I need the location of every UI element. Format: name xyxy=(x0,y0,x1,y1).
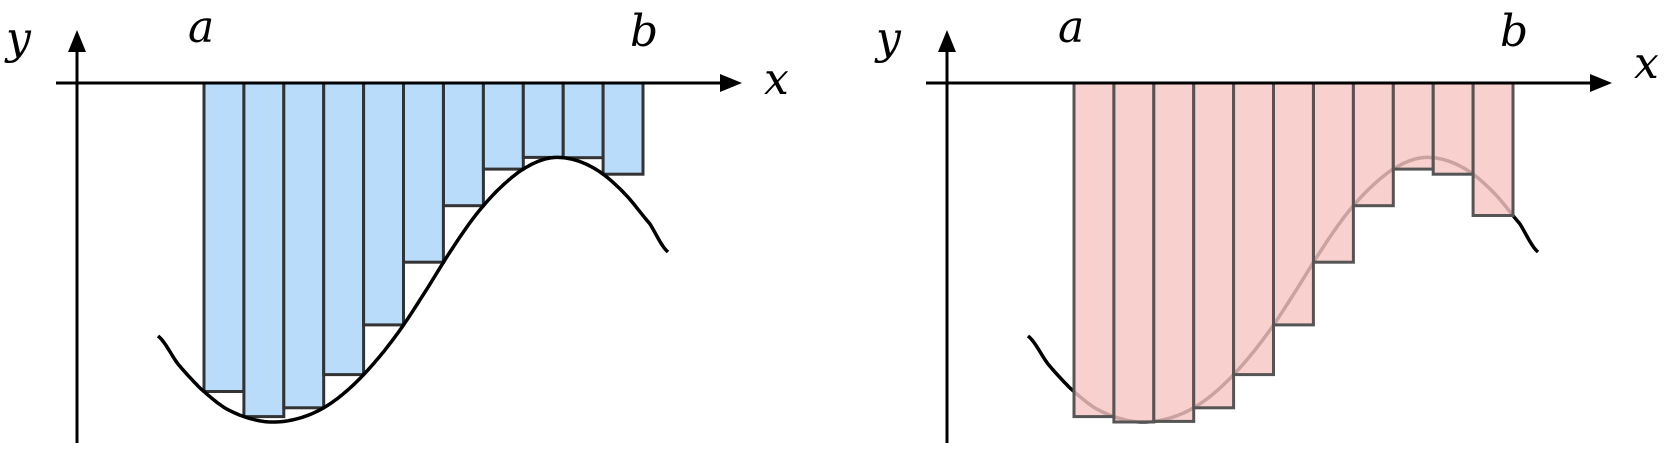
left-rectangle xyxy=(202,81,246,393)
left-x-label: x xyxy=(764,54,789,105)
left-rectangle xyxy=(242,81,286,419)
left-rectangle xyxy=(442,81,485,208)
right-b-label: b xyxy=(1500,6,1528,57)
right-rectangle xyxy=(1192,81,1236,410)
right-panel: y x a b xyxy=(874,2,1659,443)
right-y-label: y xyxy=(874,13,902,64)
left-rectangle xyxy=(402,81,445,264)
right-rectangles xyxy=(1072,81,1515,424)
left-a-label: a xyxy=(188,2,214,53)
right-rectangle xyxy=(1112,81,1156,424)
left-y-arrow-icon xyxy=(68,30,86,52)
right-rectangle xyxy=(1431,81,1475,176)
left-rectangle xyxy=(282,81,326,410)
left-rectangle xyxy=(521,81,565,159)
left-rectangles xyxy=(202,81,645,419)
left-b-label: b xyxy=(630,6,658,57)
right-rectangle xyxy=(1351,81,1395,208)
right-rectangle xyxy=(1072,81,1116,419)
left-panel: y x a b xyxy=(4,2,789,443)
right-y-arrow-icon xyxy=(938,30,956,52)
right-rectangle xyxy=(1232,81,1275,377)
left-rectangle xyxy=(322,81,366,377)
left-rectangle xyxy=(561,81,605,160)
right-rectangle xyxy=(1272,81,1315,327)
right-rectangle xyxy=(1312,81,1355,264)
left-rectangle xyxy=(481,81,525,171)
right-rectangle xyxy=(1471,81,1515,217)
left-x-arrow-icon xyxy=(720,74,742,92)
left-curve xyxy=(156,155,670,424)
left-y-label: y xyxy=(4,13,32,64)
right-x-label: x xyxy=(1634,38,1659,89)
right-a-label: a xyxy=(1058,2,1084,53)
left-rectangle xyxy=(362,81,406,327)
right-rectangle xyxy=(1391,81,1435,171)
right-x-arrow-icon xyxy=(1590,74,1612,92)
right-rectangle xyxy=(1152,81,1196,423)
left-rectangle xyxy=(601,81,645,176)
